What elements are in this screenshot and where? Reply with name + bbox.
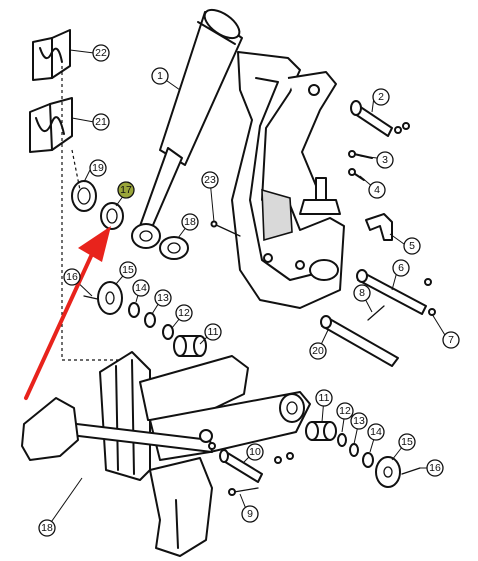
- svg-text:15: 15: [401, 436, 413, 448]
- svg-text:20: 20: [312, 345, 324, 357]
- svg-text:12: 12: [178, 307, 190, 319]
- svg-text:6: 6: [398, 262, 404, 274]
- callout-11-right: 11: [315, 389, 333, 407]
- svg-text:14: 14: [370, 426, 382, 438]
- callout-16-left: 16: [63, 268, 81, 286]
- part-20-bracket: [32, 29, 71, 81]
- svg-text:22: 22: [95, 47, 107, 59]
- svg-text:11: 11: [319, 392, 330, 404]
- svg-text:19: 19: [92, 162, 104, 174]
- part-12-washer-left: [162, 324, 174, 340]
- svg-text:2: 2: [378, 91, 384, 103]
- part-12-washer-right: [337, 433, 347, 447]
- svg-text:21: 21: [95, 116, 107, 128]
- part-5-clip: [365, 213, 393, 241]
- callout-7: 7: [442, 331, 460, 349]
- svg-text:17: 17: [120, 184, 132, 196]
- part-4-pin: [348, 168, 365, 181]
- svg-text:15: 15: [122, 264, 134, 276]
- main-frame: [231, 51, 345, 309]
- callout-15-left: 15: [119, 261, 137, 279]
- part-9-bolt: [228, 487, 259, 496]
- callout-14-left: 14: [132, 279, 150, 297]
- callout-21: 18: [38, 519, 56, 537]
- callout-12-left: 12: [175, 304, 193, 322]
- svg-text:12: 12: [339, 405, 351, 417]
- svg-text:18: 18: [41, 522, 53, 534]
- part-14-washer-right: [362, 452, 374, 468]
- assembly-guide-lines: [61, 66, 120, 361]
- callout-12-right: 12: [336, 402, 354, 420]
- callout-10: 10: [246, 443, 264, 461]
- svg-text:7: 7: [448, 334, 454, 346]
- callout-18-left: 19: [89, 159, 107, 177]
- svg-text:18: 18: [184, 216, 196, 228]
- callout-1: 1: [151, 67, 169, 85]
- part-6-shaft: [356, 269, 436, 316]
- svg-text:5: 5: [409, 240, 415, 252]
- part-15-flange-left: [97, 281, 123, 315]
- svg-text:16: 16: [429, 462, 441, 474]
- part-13-washer-right: [349, 443, 359, 457]
- callout-8: 8: [353, 284, 371, 302]
- part-8-stud: [299, 177, 341, 215]
- svg-text:10: 10: [249, 446, 261, 458]
- red-pointer-arrow: [24, 226, 111, 400]
- part-8-bolt: [367, 305, 385, 321]
- part-16-bolt-right: [401, 467, 421, 475]
- part-1-hydraulic-cylinder: [131, 8, 243, 249]
- callout-6: 6: [392, 259, 410, 277]
- callout-3: 3: [376, 151, 394, 169]
- part-19-bracket: [29, 97, 73, 153]
- svg-text:16: 16: [66, 271, 78, 283]
- svg-text:23: 23: [204, 174, 216, 186]
- part-13-washer-left: [144, 312, 156, 328]
- callout-16-right: 16: [426, 459, 444, 477]
- svg-text:9: 9: [247, 508, 253, 520]
- part-22-shaft: [320, 315, 399, 367]
- part-14-washer-left: [128, 302, 140, 318]
- svg-text:3: 3: [382, 154, 388, 166]
- part-11-bushing-left: [173, 335, 207, 357]
- callout-13-right: 13: [350, 412, 368, 430]
- part-15-flange-right: [375, 456, 401, 488]
- callout-19: 21: [92, 113, 110, 131]
- part-11-bushing-right: [305, 421, 337, 441]
- svg-text:13: 13: [157, 292, 169, 304]
- svg-text:14: 14: [135, 282, 147, 294]
- callout-2: 2: [372, 88, 390, 106]
- svg-text:1: 1: [157, 70, 163, 82]
- part-2-pin: [350, 100, 410, 137]
- part-18-washer-right: [159, 236, 189, 260]
- svg-text:8: 8: [359, 287, 365, 299]
- svg-text:13: 13: [353, 415, 365, 427]
- svg-text:4: 4: [374, 184, 380, 196]
- svg-text:11: 11: [208, 326, 219, 338]
- callout-5: 5: [403, 237, 421, 255]
- callout-15-right: 15: [398, 433, 416, 451]
- callout-11-left: 11: [204, 323, 222, 341]
- part-17-bushing: [100, 202, 124, 230]
- callout-9: 9: [241, 505, 259, 523]
- callout-20: 22: [92, 44, 110, 62]
- callout-23: 23: [201, 171, 219, 189]
- callout-14-right: 14: [367, 423, 385, 441]
- callout-18-right: 18: [181, 213, 199, 231]
- part-21-lift-arm-assembly: [21, 351, 311, 557]
- callout-17-highlighted: 17: [117, 181, 135, 199]
- callout-22: 20: [309, 342, 327, 360]
- part-18-washer-left: [71, 180, 97, 212]
- callout-4: 4: [368, 181, 386, 199]
- callout-13-left: 13: [154, 289, 172, 307]
- part-10-pin: [219, 449, 294, 483]
